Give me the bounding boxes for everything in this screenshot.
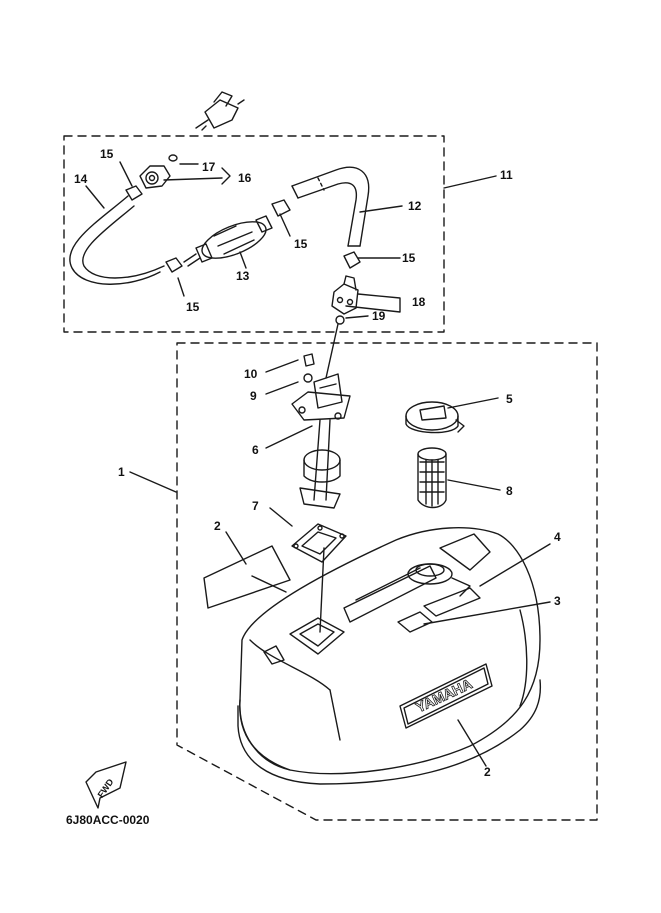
diagram-code: 6J80ACC-0020: [66, 813, 150, 827]
callout-8: 8: [506, 484, 513, 498]
callout-15-upper-left: 15: [100, 147, 114, 161]
fuel-hose-group-box: [63, 135, 445, 333]
hose-clip-upper-left: [125, 185, 143, 201]
washer-9: [303, 373, 313, 383]
callout-7: 7: [252, 499, 259, 513]
callout-1: 1: [118, 465, 125, 479]
fuel-hose-12: [291, 166, 370, 247]
callout-15-right: 15: [402, 251, 416, 265]
callout-9: 9: [250, 389, 257, 403]
fuel-cap-5: [405, 401, 465, 434]
callout-3: 3: [554, 594, 561, 608]
callout-10: 10: [244, 367, 258, 381]
fuel-hose-14: [69, 195, 165, 285]
hose-clip-right: [343, 251, 361, 269]
callout-13: 13: [236, 269, 250, 283]
hose-clip-lower-left: [165, 257, 183, 273]
callout-18: 18: [412, 295, 426, 309]
fwd-arrow-icon: [85, 761, 127, 809]
callout-4: 4: [554, 530, 561, 544]
hose-clip-middle: [271, 199, 291, 217]
fuel-gauge-assembly-6: [291, 373, 351, 509]
yamaha-brand-panel: [399, 663, 493, 729]
fuel-tank-body: [237, 527, 542, 785]
callout-5: 5: [506, 392, 513, 406]
leader-lines: [85, 125, 551, 767]
callout-19: 19: [372, 309, 386, 323]
callout-2-side: 2: [214, 519, 221, 533]
o-ring-17: [168, 154, 178, 162]
tank-joint-18: [331, 275, 359, 315]
callout-14: 14: [74, 172, 88, 186]
callout-11: 11: [500, 168, 513, 182]
callout-12: 12: [408, 199, 422, 213]
callout-6: 6: [252, 443, 259, 457]
fwd-label: FWD: [96, 777, 116, 800]
hose-connector: [195, 91, 245, 129]
primer-bulb-13: [183, 215, 273, 267]
o-ring-19: [335, 315, 345, 325]
callout-16: 16: [238, 171, 252, 185]
callout-15-lower-left: 15: [186, 300, 200, 314]
fuel-tank-group-box: [176, 342, 598, 821]
label-sticker-2: [203, 545, 291, 609]
callout-17: 17: [202, 160, 216, 174]
hose-joint: [139, 165, 171, 189]
callout-15-middle: 15: [294, 237, 308, 251]
fuel-strainer-8: [417, 447, 447, 509]
screw-10: [303, 353, 315, 367]
callout-2-bottom: 2: [484, 765, 491, 779]
gasket-7: [291, 523, 347, 563]
